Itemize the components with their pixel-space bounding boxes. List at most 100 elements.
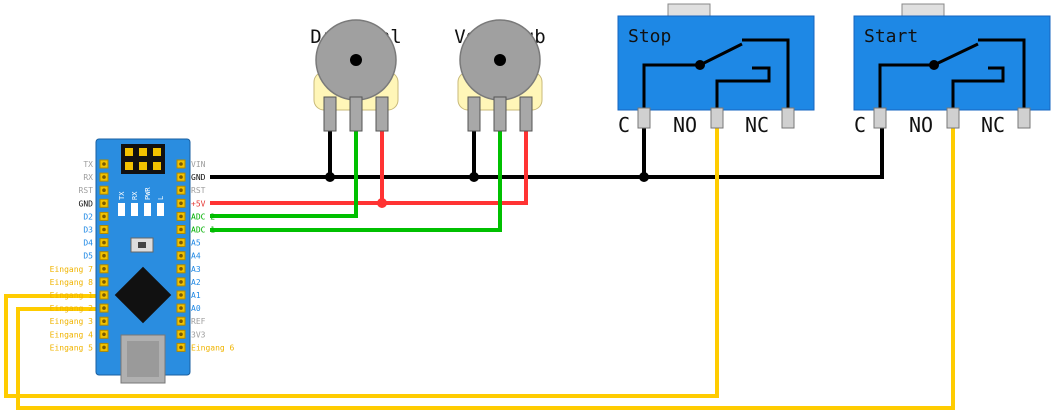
pin-hole: [179, 175, 183, 179]
pin-label: RST: [79, 186, 94, 195]
pin-hole: [179, 227, 183, 232]
pin-hole: [179, 162, 183, 166]
pin-hole: [179, 188, 183, 192]
pot-shaft-icon: [350, 54, 362, 66]
led-label: PWR: [144, 187, 152, 200]
junction-dot: [325, 172, 335, 182]
pin-hole: [102, 293, 106, 297]
pin-hole: [102, 162, 106, 166]
pin-label: A4: [191, 252, 201, 261]
wire-5v: [210, 125, 528, 205]
pin-label: RX: [83, 173, 93, 182]
pin-hole: [102, 280, 106, 284]
pin-hole: [102, 175, 106, 179]
led-label: RX: [131, 191, 139, 200]
pin-hole: [179, 345, 183, 350]
pin-label: Eingang 4: [50, 330, 94, 339]
pin-label: 3V3: [191, 330, 206, 339]
pin-hole: [179, 280, 183, 284]
pin-label: VIN: [191, 160, 206, 169]
pin-label: Eingang 6: [191, 343, 235, 352]
terminal-label-no: NO: [673, 113, 697, 137]
pin-label: Eingang 2: [50, 304, 94, 313]
switch-contact-symbol: [878, 38, 1026, 109]
pin-label: D5: [83, 252, 93, 261]
pot-leg: [349, 96, 363, 132]
pin-hole: [179, 332, 183, 337]
pin-hole: [102, 201, 106, 206]
pin-label: A2: [191, 278, 201, 287]
pin-hole: [102, 240, 106, 245]
terminal-label-nc: NC: [981, 113, 1005, 137]
pin-hole: [179, 201, 183, 206]
switch-actuator: [901, 3, 945, 18]
switch-start[interactable]: Start C NO NC: [853, 3, 1051, 137]
switch-pin-nc: [1017, 107, 1031, 129]
switch-stop[interactable]: Stop C NO NC: [617, 3, 815, 137]
potentiometer-drehzahl[interactable]: Drehzahl: [310, 19, 402, 132]
switch-pin-no: [710, 107, 724, 129]
pin-hole: [102, 332, 106, 337]
pin-hole: [102, 214, 106, 219]
pin-label: D2: [83, 212, 93, 221]
pin-hole: [179, 306, 183, 310]
wire-eingang1-stop: [4, 125, 719, 398]
pin-hole: [179, 214, 183, 219]
pot-leg: [467, 96, 481, 132]
terminal-label-no: NO: [909, 113, 933, 137]
pin-label: Eingang 1: [50, 291, 94, 300]
terminal-label-c: C: [854, 113, 866, 137]
pin-hole: [102, 345, 106, 350]
pin-label: D3: [83, 226, 93, 235]
led-label: L: [157, 196, 165, 200]
pin-label: GND: [191, 173, 206, 182]
switch-actuator: [667, 3, 711, 18]
pin-hole: [179, 267, 183, 271]
pot-leg: [519, 96, 533, 132]
board-leds: [118, 203, 164, 216]
switch-pin-c: [873, 107, 887, 129]
pin-label: A1: [191, 291, 201, 300]
pin-label: ADC 2: [191, 212, 215, 221]
switch-title: Start: [864, 26, 918, 47]
switch-pivot: [929, 60, 939, 70]
wire-eingang2-start: [16, 125, 955, 410]
wire-adc2: [210, 125, 358, 218]
pin-hole: [102, 319, 106, 324]
pin-hole: [102, 188, 106, 192]
junction-dot: [469, 172, 479, 182]
pin-hole: [179, 293, 183, 297]
pot-leg: [375, 96, 389, 132]
pin-label: A3: [191, 265, 201, 274]
pin-label: +5V: [191, 199, 206, 208]
pin-label: TX: [83, 160, 93, 169]
junction-dot: [639, 172, 649, 182]
wires: [4, 125, 955, 410]
switch-title: Stop: [628, 26, 671, 47]
pin-label: Eingang 8: [50, 278, 94, 287]
pot-leg: [323, 96, 337, 132]
pot-shaft-icon: [494, 54, 506, 66]
switch-pivot: [695, 60, 705, 70]
pin-hole: [179, 319, 183, 324]
wire-gnd-bus: [210, 125, 884, 179]
reset-button-cap: [138, 242, 146, 248]
terminal-label-nc: NC: [745, 113, 769, 137]
pin-label: GND: [79, 199, 94, 208]
switch-contact-symbol: [642, 38, 790, 109]
pin-label: RST: [191, 186, 206, 195]
pin-hole: [102, 227, 106, 232]
pin-hole: [179, 253, 183, 258]
pin-label: ADC 1: [191, 226, 215, 235]
potentiometer-vorschub[interactable]: Vorschub: [454, 19, 546, 132]
switch-pin-c: [637, 107, 651, 129]
led-label: TX: [118, 191, 126, 200]
pin-hole: [102, 306, 106, 310]
usb-connector-inner: [127, 341, 159, 377]
pin-label: D4: [83, 239, 93, 248]
switch-pin-no: [946, 107, 960, 129]
board-led-labels: TX RX PWR L: [118, 187, 165, 200]
